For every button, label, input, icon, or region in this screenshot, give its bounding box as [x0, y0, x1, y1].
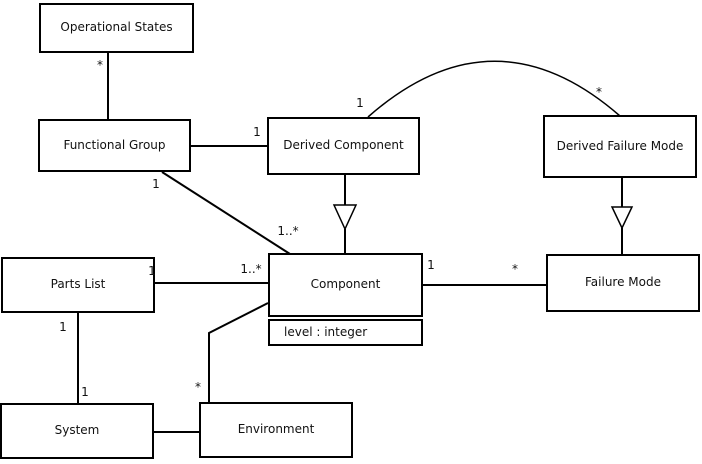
- uml-class-failure-mode: Failure Mode: [546, 254, 700, 312]
- multiplicity-label: 1: [59, 320, 67, 334]
- uml-class-environment: Environment: [199, 402, 353, 458]
- class-label: Environment: [237, 422, 315, 437]
- class-label: Parts List: [50, 277, 106, 292]
- uml-class-operational-states: Operational States: [39, 3, 194, 53]
- uml-class-derived-failure-mode: Derived Failure Mode: [543, 115, 697, 178]
- class-label: Failure Mode: [585, 275, 661, 290]
- multiplicity-label: 1: [152, 177, 160, 191]
- multiplicity-label: 1: [81, 385, 89, 399]
- uml-class-component: Component: [268, 253, 423, 317]
- uml-class-derived-component: Derived Component: [267, 117, 420, 175]
- uml-class-parts-list: Parts List: [1, 257, 155, 313]
- class-label: Component: [310, 277, 381, 292]
- uml-class-system: System: [0, 403, 154, 459]
- uml-class-component-attributes: level : integer: [268, 319, 423, 346]
- attribute-label: level : integer: [284, 324, 368, 339]
- generalization-triangle-icon: [332, 204, 358, 231]
- multiplicity-label: *: [596, 85, 602, 99]
- class-label: Functional Group: [63, 137, 166, 152]
- multiplicity-label: *: [97, 58, 103, 72]
- multiplicity-label: 1..*: [240, 262, 262, 276]
- multiplicity-label: 1: [427, 258, 435, 272]
- generalization-derived-failure-mode-to-failure-mode: [610, 178, 634, 254]
- multiplicity-label: 1: [148, 264, 156, 278]
- class-label: System: [54, 423, 100, 438]
- association-component-environment: [208, 302, 269, 402]
- multiplicity-label: *: [195, 380, 201, 394]
- generalization-derived-component-to-component: [332, 175, 358, 253]
- class-label: Operational States: [60, 20, 173, 35]
- generalization-triangle-icon: [610, 206, 634, 230]
- multiplicity-label: 1: [356, 96, 364, 110]
- multiplicity-label: *: [512, 262, 518, 276]
- association-arc-derived-component-derived-failure-mode: [367, 60, 621, 118]
- class-label: Derived Failure Mode: [556, 138, 684, 153]
- association-functional-group-component: [161, 171, 291, 255]
- multiplicity-label: 1..*: [277, 224, 299, 238]
- class-label: Derived Component: [283, 138, 404, 153]
- multiplicity-label: 1: [253, 125, 261, 139]
- uml-class-functional-group: Functional Group: [38, 119, 191, 172]
